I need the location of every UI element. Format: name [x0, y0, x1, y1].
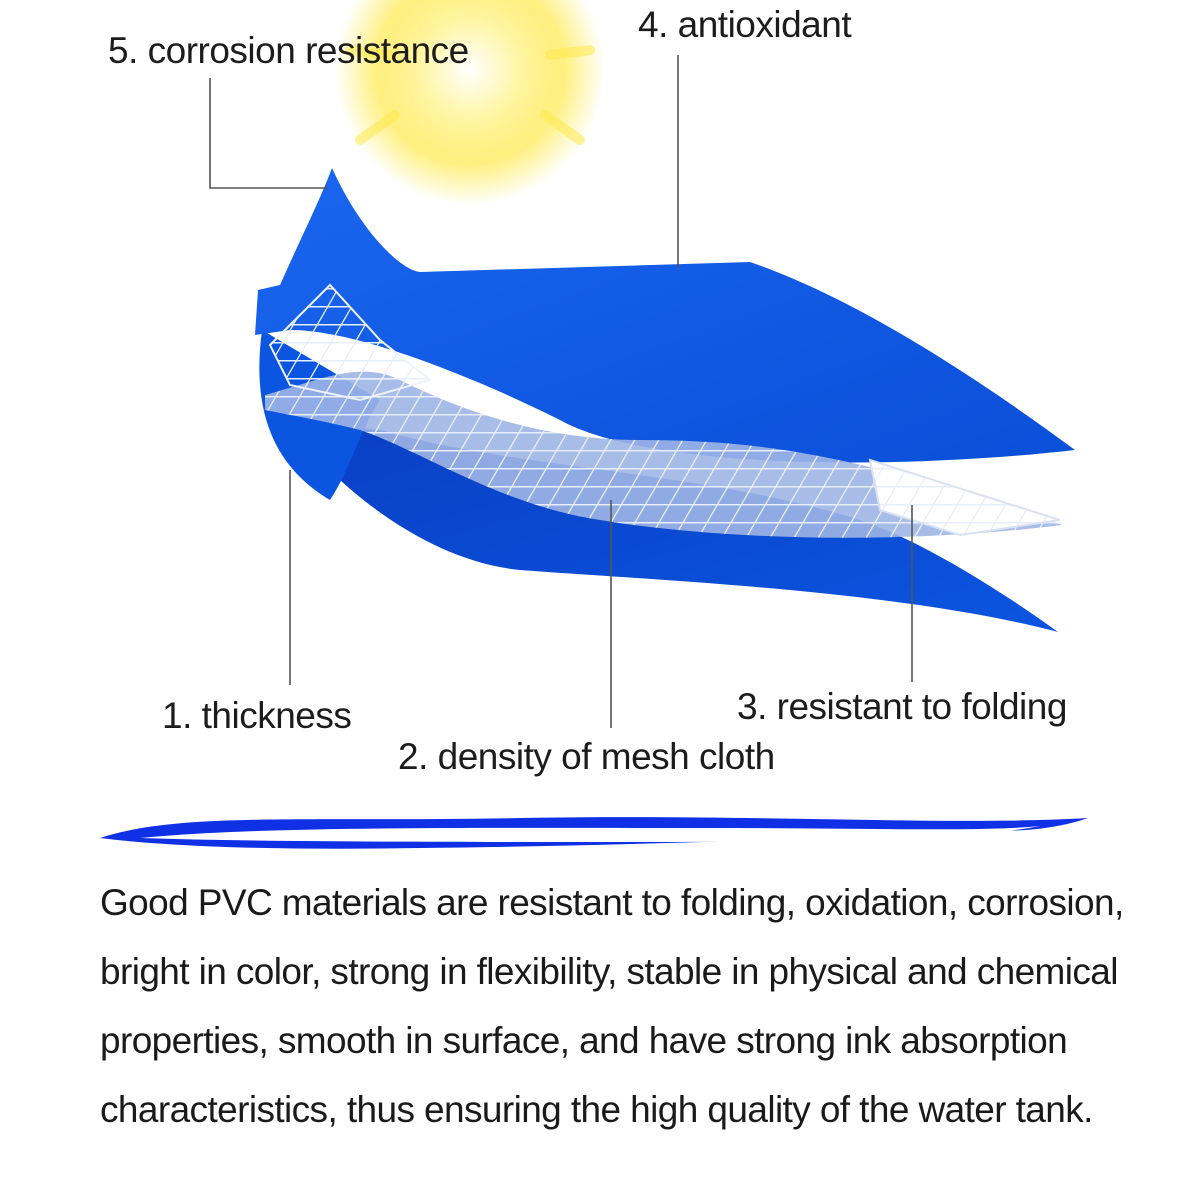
label-antioxidant: 4. antioxidant: [638, 4, 852, 45]
mesh-grid: [265, 283, 1062, 538]
label-resistant-to-folding: 3. resistant to folding: [737, 686, 1067, 727]
leader-lines: [209, 55, 913, 728]
pvc-top-layer: [255, 168, 1075, 463]
label-density-of-mesh-cloth: 2. density of mesh cloth: [398, 736, 775, 777]
pvc-layer-diagram: [100, 0, 1088, 849]
label-corrosion-resistance: 5. corrosion resistance: [108, 30, 469, 71]
description-paragraph: Good PVC materials are resistant to fold…: [100, 882, 1124, 1130]
sun-icon: [335, 0, 605, 205]
label-thickness: 1. thickness: [162, 695, 352, 736]
decorative-swoosh: [100, 817, 1088, 849]
